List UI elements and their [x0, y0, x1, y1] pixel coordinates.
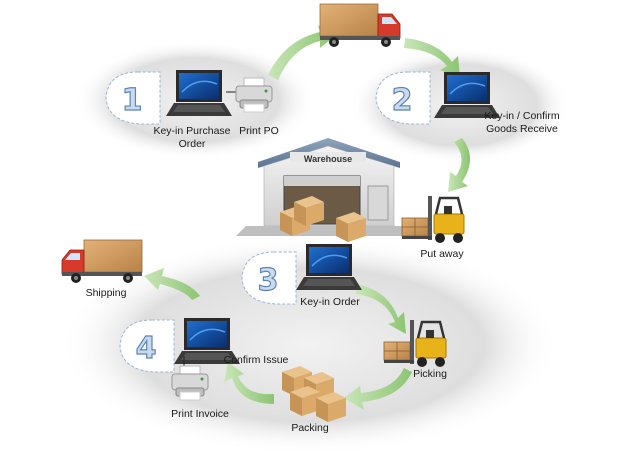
step-1-badge: 1	[105, 71, 161, 125]
step-1-number: 1	[122, 83, 143, 118]
packing-label: Packing	[291, 422, 329, 434]
arrow-keyin-to-picking	[356, 284, 406, 334]
warehouse-building: Warehouse	[236, 138, 418, 236]
box-icon	[316, 392, 346, 422]
step-4-label-confirm-issue: Confirm Issue	[223, 354, 289, 366]
arrow-picking-to-packing	[344, 368, 412, 410]
warehouse-sign: Warehouse	[304, 154, 352, 164]
step-2-label-goods-receive: Key-in / Confirm Goods Receive	[484, 110, 560, 135]
put-away-label: Put away	[420, 248, 464, 260]
flow-arrows	[144, 25, 470, 410]
arrow-packing-to-confirm	[224, 362, 274, 404]
step-2-badge: 2	[375, 71, 431, 125]
step-4-badge: 4	[119, 319, 175, 373]
arrow-print-to-truck	[268, 25, 335, 80]
box-icon	[336, 212, 366, 242]
step-3-label-key-in-order: Key-in Order	[300, 296, 360, 308]
arrow-truck-to-step2	[404, 38, 460, 78]
truck-icon	[319, 3, 401, 48]
step-4-number: 4	[136, 331, 157, 366]
picking-label: Picking	[413, 368, 447, 380]
shipping-label: Shipping	[85, 287, 127, 299]
forklift-icon	[400, 194, 466, 245]
step-3-number: 3	[258, 263, 279, 298]
step-2-number: 2	[392, 83, 413, 118]
box-icon	[290, 386, 320, 416]
step-1-label-purchase-order: Key-in Purchase Order	[153, 125, 231, 150]
step-4-label-print-invoice: Print Invoice	[171, 408, 229, 420]
step-1-label-print-po: Print PO	[239, 125, 279, 137]
step-3-badge: 3	[241, 251, 297, 305]
arrow-step2-to-putaway	[448, 138, 470, 192]
arrow-to-shipping	[144, 268, 200, 300]
truck-icon	[61, 239, 143, 284]
box-icon	[294, 196, 324, 226]
